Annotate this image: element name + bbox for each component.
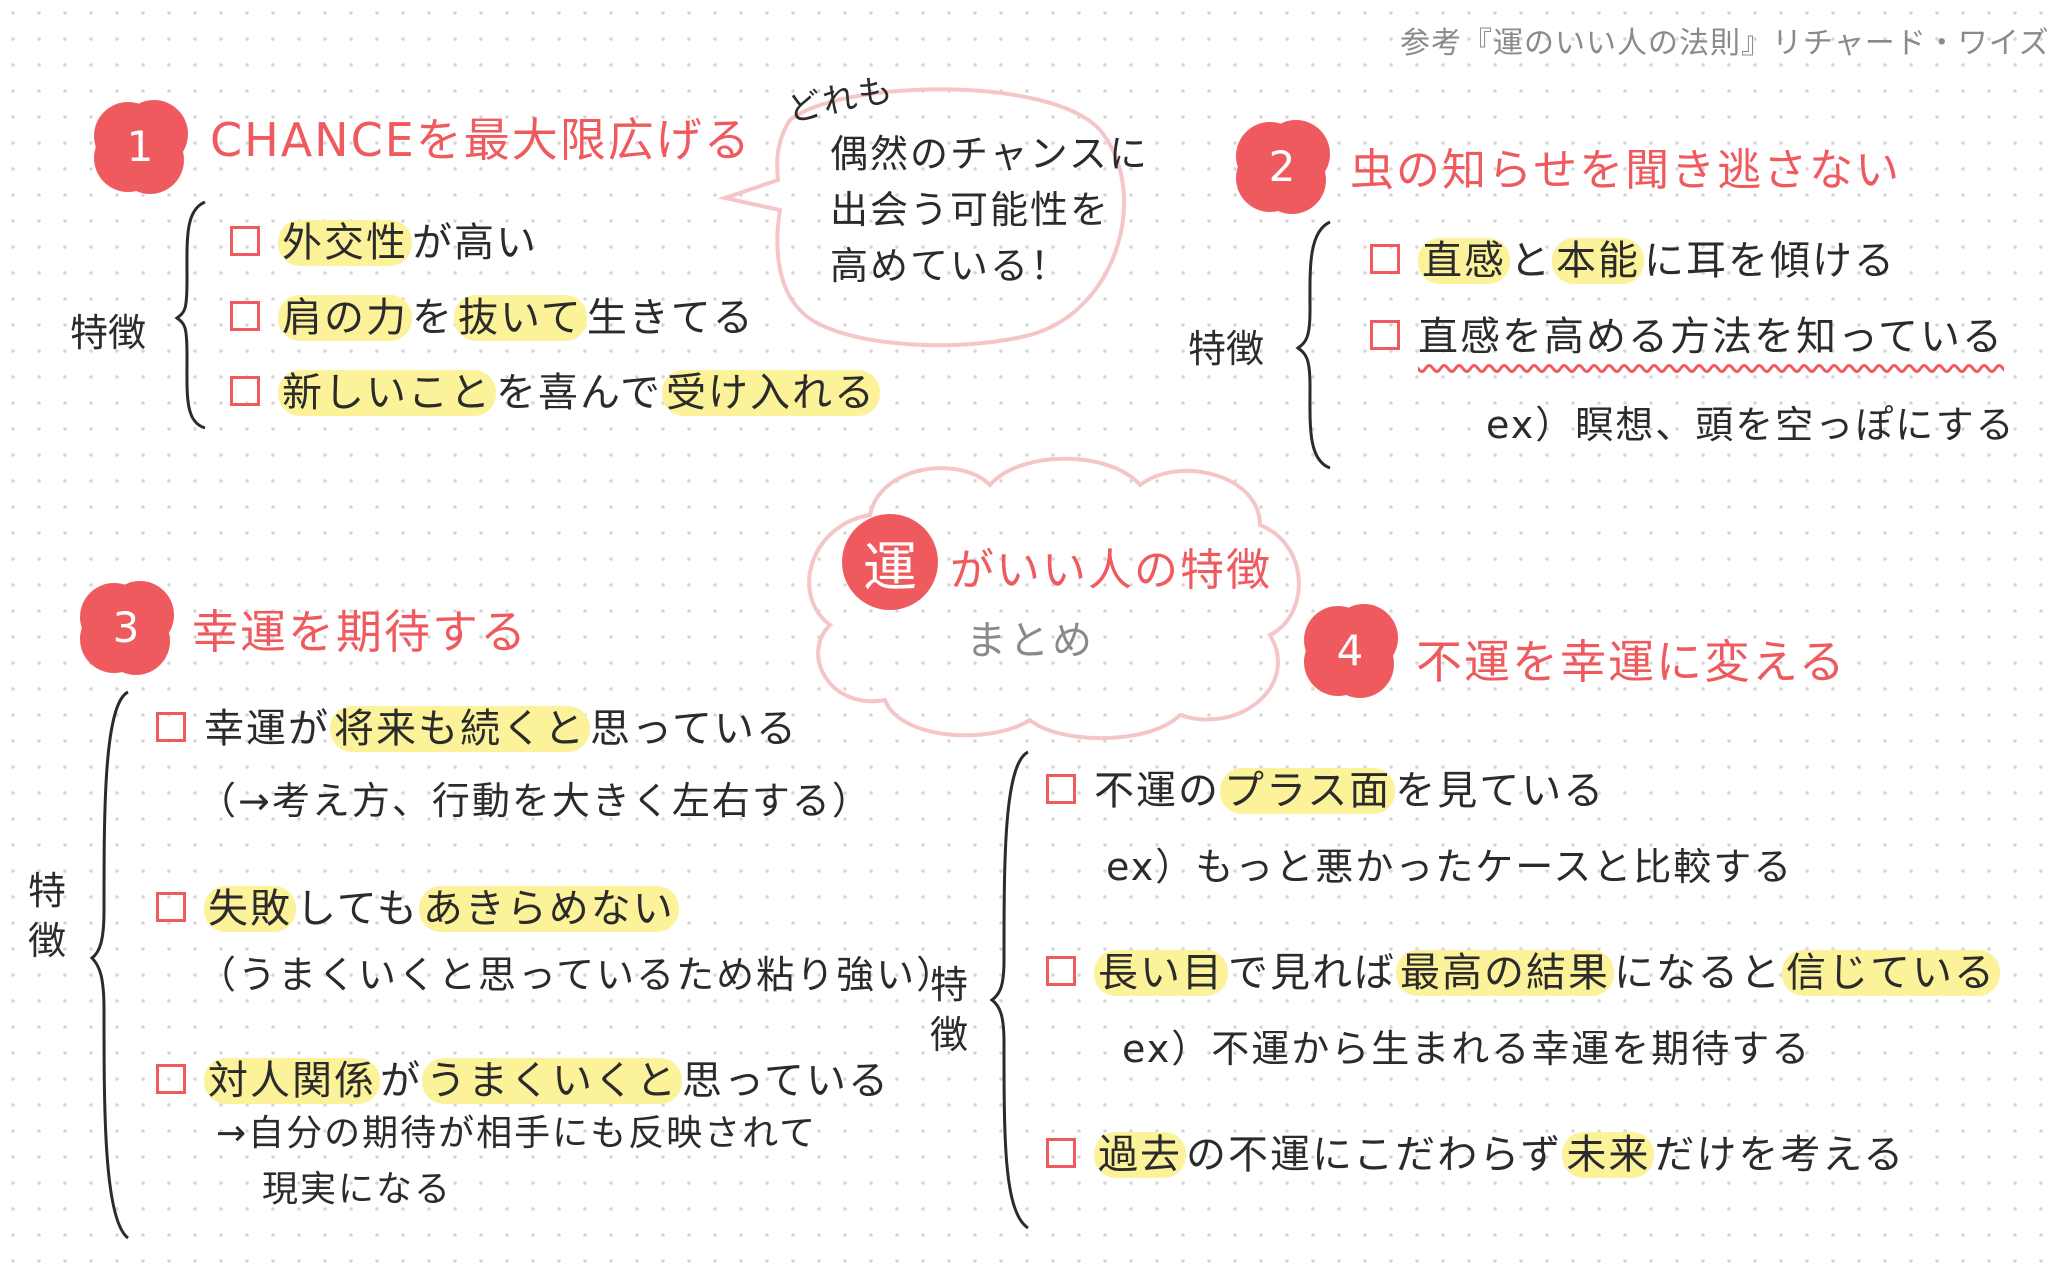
highlight: あきらめない [418, 886, 679, 932]
section-4-feature-label: 特徴 [930, 963, 969, 1057]
section-3-item-2: 失敗してもあきらめない [156, 876, 679, 934]
checkbox [230, 226, 260, 256]
center-cloud [807, 456, 1301, 741]
highlight: 対人関係 [204, 1058, 380, 1104]
highlight: 未来 [1562, 1132, 1655, 1178]
section-2-feature-label: 特徴 [1188, 327, 1265, 371]
section-1-item-1: 外交性が高い [230, 210, 538, 268]
section-3-item-3-note: →自分の期待が相手にも反映されて [216, 1113, 818, 1154]
bubble-line-2: 出会う可能性を [830, 188, 1111, 232]
highlight: 長い目 [1094, 950, 1228, 996]
bubble-line-3: 高めている！ [830, 244, 1071, 288]
checkbox [156, 892, 186, 922]
section-2-number-badge: 2 [1240, 124, 1324, 208]
center-subtitle: まとめ [966, 618, 1095, 664]
section-2-item-2: 直感を高める方法を知っている [1370, 304, 2004, 362]
section-1-feature-label: 特徴 [70, 311, 147, 355]
highlight: 受け入れる [662, 370, 880, 416]
section-3-brace [89, 690, 130, 1240]
highlight: 信じている [1782, 950, 2000, 996]
section-4-brace [989, 750, 1029, 1230]
speech-bubble [717, 87, 1127, 348]
section-1-item-3: 新しいことを喜んで受け入れる [230, 360, 880, 418]
checkbox [1046, 956, 1076, 986]
section-3-title: 幸運を期待する [192, 605, 528, 659]
highlight: 将来も続くと [330, 706, 590, 752]
section-3-feature-label: 特徴 [28, 869, 67, 963]
highlight: うまくいくと [422, 1058, 682, 1104]
section-3-item-1-note: （→考え方、行動を大きく左右する） [198, 779, 872, 823]
highlight: 最高の結果 [1396, 950, 1614, 996]
checkbox [230, 376, 260, 406]
section-3-item-3-note-2: 現実になる [262, 1169, 453, 1210]
highlight: 本能 [1552, 238, 1644, 284]
highlight: 肩の力 [278, 295, 412, 341]
section-2-title: 虫の知らせを聞き逃さない [1350, 145, 1902, 196]
center-badge: 運 [842, 514, 938, 610]
section-4-item-2: 長い目で見れば最高の結果になると信じている [1046, 940, 2000, 998]
checkbox [1370, 320, 1400, 350]
section-3-item-1: 幸運が将来も続くと思っている [156, 696, 798, 754]
highlight: 抜いて [454, 295, 587, 341]
section-1-brace [174, 200, 206, 430]
checkbox [1046, 1138, 1076, 1168]
source-reference: 参考『運のいい人の法則』リチャード・ワイズマン [1400, 26, 2048, 61]
section-3-number-badge: 3 [84, 585, 168, 669]
section-4-item-2-note: ex）不運から生まれる幸運を期待する [1122, 1027, 1812, 1071]
section-4-item-1: 不運のプラス面を見ている [1046, 758, 1605, 816]
section-3-item-3: 対人関係がうまくいくと思っている [156, 1048, 890, 1106]
section-2-brace [1295, 220, 1331, 470]
highlight: 過去 [1094, 1132, 1186, 1178]
section-4-item-1-note: ex）もっと悪かったケースと比較する [1106, 845, 1794, 889]
checkbox [1370, 244, 1400, 274]
checkbox [230, 301, 260, 331]
section-2-item-1: 直感と本能に耳を傾ける [1370, 228, 1896, 286]
highlight: 新しいこと [278, 370, 496, 416]
center-title: がいい人の特徴 [950, 545, 1272, 596]
section-4-number-badge: 4 [1308, 608, 1392, 692]
section-1-title: CHANCEを最大限広げる [210, 113, 752, 167]
checkbox [156, 1064, 186, 1094]
highlight: 外交性 [278, 220, 412, 266]
section-2-example: ex）瞑想、頭を空っぽにする [1486, 403, 2016, 447]
checkbox [156, 712, 186, 742]
highlight: 直感 [1418, 238, 1510, 284]
section-1-item-2: 肩の力を抜いて生きてる [230, 285, 755, 343]
section-4-title: 不運を幸運に変える [1416, 635, 1847, 689]
highlight: 失敗 [204, 886, 296, 932]
checkbox [1046, 774, 1076, 804]
highlight: プラス面 [1220, 768, 1396, 814]
bubble-line-1: 偶然のチャンスに [830, 132, 1149, 176]
section-4-item-3: 過去の不運にこだわらず未来だけを考える [1046, 1122, 1905, 1180]
section-3-item-2-note: （うまくいくと思っているため粘り強い） [198, 953, 957, 997]
section-1-number-badge: 1 [98, 104, 182, 188]
